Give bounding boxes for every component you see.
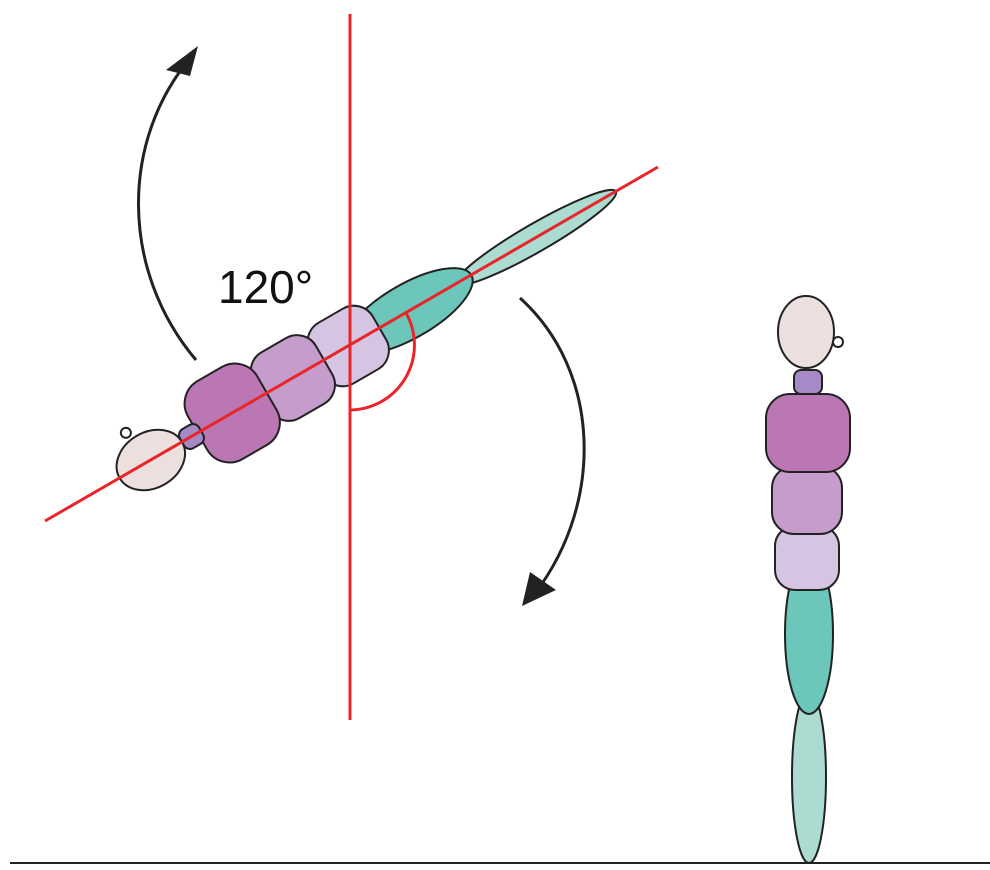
upright-body-segment-2 (772, 466, 842, 534)
arrowhead-down (522, 572, 556, 606)
head-bead (119, 426, 133, 440)
curved-arrow-down-icon (520, 298, 584, 592)
upright-body-segment-1 (766, 394, 850, 472)
upright-neck-segment (794, 370, 822, 394)
upright-head (778, 296, 834, 368)
upright-body (766, 296, 850, 863)
upright-tail-segment-2 (792, 691, 826, 863)
angle-label: 120° (218, 261, 313, 313)
curved-arrow-up-icon (138, 56, 196, 360)
upright-head-bead (833, 337, 843, 347)
arrowhead-up (166, 46, 198, 76)
upright-body-segment-3 (775, 526, 839, 590)
